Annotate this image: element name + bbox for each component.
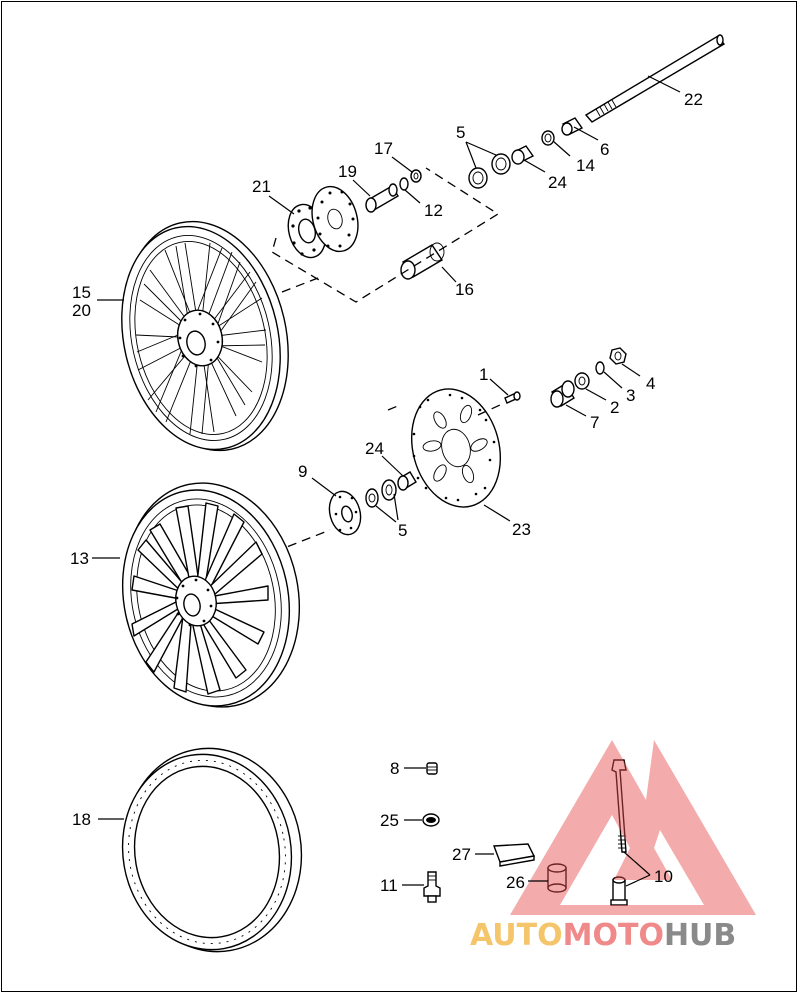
watermark-logo: [510, 740, 756, 915]
label-16: 16: [455, 280, 474, 299]
spoke-10: [611, 759, 627, 853]
label-13: 13: [70, 549, 89, 568]
nut-4: [609, 347, 627, 365]
axle: [584, 34, 726, 123]
label-8: 8: [390, 759, 399, 778]
label-1: 1: [479, 365, 488, 384]
nut-12: [399, 177, 409, 191]
label-11: 11: [380, 876, 398, 895]
label-26: 26: [506, 873, 525, 892]
label-10: 10: [654, 867, 673, 886]
label-4: 4: [646, 374, 655, 393]
spoke-nipple-10: [610, 876, 628, 906]
label-22: 22: [684, 90, 703, 109]
bearing-5-top: [468, 153, 511, 189]
brake-rotor-23: [410, 388, 502, 508]
label-25: 25: [380, 811, 399, 830]
label-5-top: 5: [456, 123, 465, 142]
bolt-1: [504, 391, 521, 404]
bushing-24-top: [511, 145, 535, 165]
label-20: 20: [72, 301, 91, 320]
watermark-triangle: [510, 740, 756, 915]
hub-disc: [311, 185, 359, 253]
cast-wheel: [121, 482, 301, 708]
label-12: 12: [424, 201, 443, 220]
washer-2: [574, 372, 590, 390]
rim: [121, 747, 303, 953]
label-3: 3: [626, 386, 635, 405]
spacer-6: [561, 117, 584, 136]
rotor-axis-line: [273, 404, 401, 553]
watermark-auto: AUTO: [470, 918, 563, 953]
watermark-hub: HUB: [664, 918, 736, 953]
label-15: 15: [72, 283, 91, 302]
valve-stem-11: [423, 871, 441, 903]
balance-weight-27: [493, 843, 536, 867]
svg-text:AUTOMOTOHUB: AUTOMOTOHUB: [470, 918, 736, 953]
nut-14: [541, 130, 555, 146]
label-6: 6: [600, 140, 609, 159]
label-14: 14: [576, 156, 595, 175]
label-24-top: 24: [548, 173, 567, 192]
axle-piece-19: [365, 183, 399, 213]
bearing-5-lower: [365, 479, 397, 508]
label-18: 18: [72, 810, 91, 829]
label-27: 27: [452, 845, 471, 864]
nipple-8: [426, 762, 438, 775]
label-17: 17: [374, 139, 393, 158]
watermark-moto: MOTO: [563, 918, 664, 953]
spacer-7: [550, 380, 575, 408]
label-7: 7: [590, 413, 599, 432]
bushing-24-lower: [397, 471, 417, 491]
label-9: 9: [298, 462, 307, 481]
label-24-lower: 24: [365, 439, 384, 458]
spoke-wheel: [121, 220, 289, 452]
label-5-lower: 5: [398, 521, 407, 540]
rotor-axis-line-2: [477, 404, 501, 416]
callout-labels: 22 6 14 24 5 17 12 19 21 16 15 20 1 4 3 …: [70, 90, 703, 895]
label-23: 23: [512, 520, 531, 539]
leader-lines: [92, 75, 681, 887]
spacer-16: [400, 242, 445, 280]
washer-17: [410, 169, 422, 183]
label-19: 19: [338, 162, 357, 181]
washer-3: [595, 361, 605, 375]
label-21: 21: [252, 177, 271, 196]
assembly-bracket: [271, 167, 500, 303]
grommet-25: [422, 813, 440, 827]
flange-9: [328, 490, 362, 536]
label-2: 2: [610, 398, 619, 417]
